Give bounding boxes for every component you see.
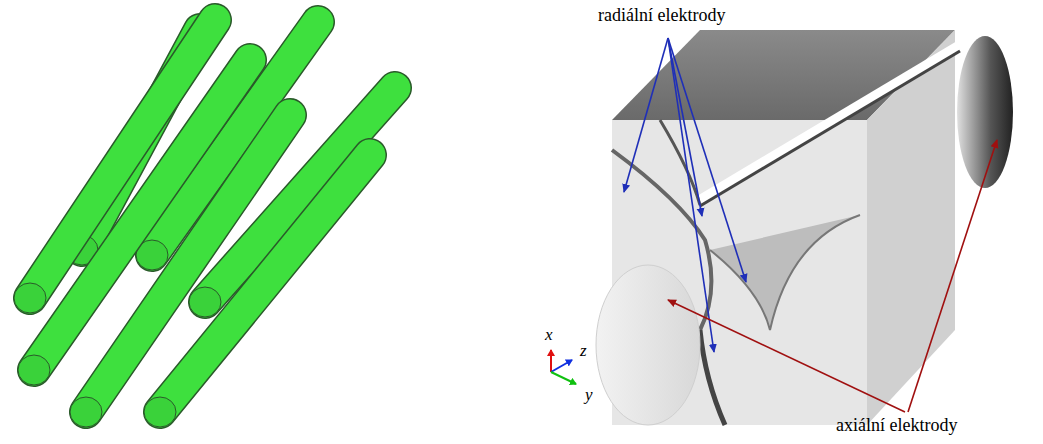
leader-line xyxy=(668,38,746,282)
leader-line xyxy=(668,38,714,352)
leader-line xyxy=(908,140,997,412)
rod-group xyxy=(14,20,395,427)
axis-label: x xyxy=(545,326,553,345)
hyperbolic-electrode xyxy=(710,215,860,330)
axis-arrow xyxy=(551,372,576,384)
axis-label: z xyxy=(580,342,587,361)
leader-line xyxy=(624,38,668,192)
leader-line xyxy=(668,300,905,412)
leader-lines xyxy=(668,140,997,412)
rod xyxy=(70,115,290,427)
part-label: axiální elektrody xyxy=(836,416,957,436)
hyperbolic-electrode xyxy=(660,120,700,205)
electrode-gap xyxy=(700,45,960,200)
axis-label: y xyxy=(585,386,593,405)
part-label: radiální elektrody xyxy=(598,6,725,26)
axis-triad xyxy=(551,350,576,384)
axial-electrode xyxy=(957,36,1013,188)
trap-render xyxy=(596,30,1013,425)
electrode-gap-shadow xyxy=(700,51,960,206)
axial-electrode xyxy=(596,265,700,425)
axis-arrow xyxy=(550,350,552,372)
axis-arrow xyxy=(551,360,572,372)
leader-lines xyxy=(624,38,746,352)
